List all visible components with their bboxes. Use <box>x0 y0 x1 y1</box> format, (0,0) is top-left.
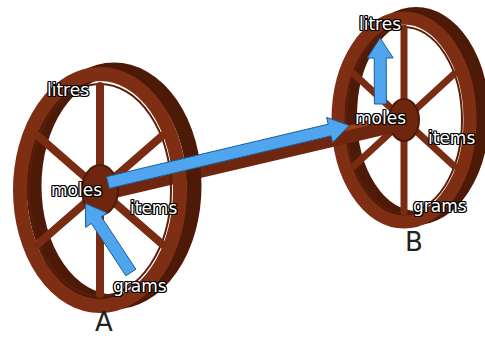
wheel-label: litres <box>44 79 92 101</box>
wheel-label: items <box>127 197 180 219</box>
wheel-label: grams <box>410 195 470 217</box>
quantity-text: moles <box>51 180 102 200</box>
quantity-text: grams <box>413 196 467 216</box>
wheel-b <box>338 18 470 222</box>
quantity-text: items <box>428 128 475 148</box>
quantity-text: litres <box>47 80 89 100</box>
wheel-label: grams <box>110 275 170 297</box>
wheel-letter: B <box>405 227 423 257</box>
quantity-text: grams <box>113 276 167 296</box>
quantity-text: litres <box>359 14 401 34</box>
wheel-a <box>20 74 180 306</box>
wheel-label: litres <box>356 13 404 35</box>
wheel-letter: A <box>95 307 113 337</box>
conversion-arrow <box>367 38 393 104</box>
quantity-text: moles <box>355 108 406 128</box>
wheel-label: items <box>425 127 478 149</box>
quantity-text: items <box>130 198 177 218</box>
wheel-label: moles <box>352 107 409 129</box>
conversion-arrow <box>107 117 350 188</box>
wheel-label: moles <box>48 179 105 201</box>
conversion-arrow <box>85 204 135 276</box>
